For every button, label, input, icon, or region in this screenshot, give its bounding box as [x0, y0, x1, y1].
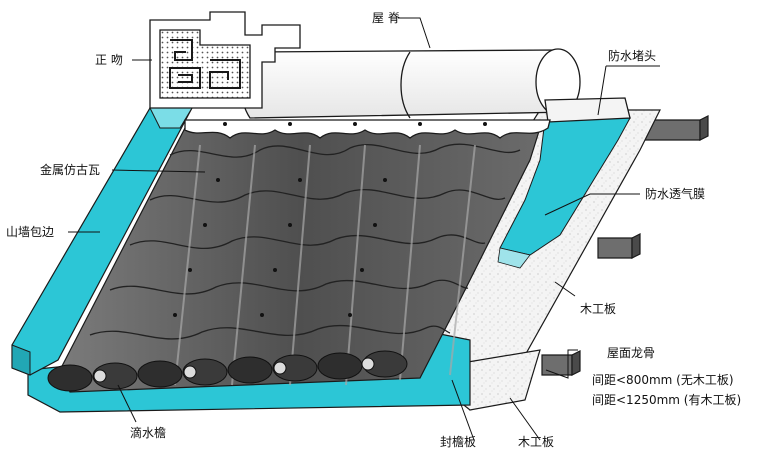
leader-lines — [68, 17, 660, 441]
tile-highlights — [174, 144, 476, 386]
purlin-1-end — [699, 115, 709, 141]
purlin-2 — [597, 237, 633, 259]
waterproof-plug-shape — [544, 97, 631, 123]
label-gable-trim: 山墙包边 — [6, 225, 54, 239]
label-purlin-spacing-1: 间距<800mm (无木工板) — [592, 373, 734, 387]
drip-eave — [47, 350, 408, 392]
label-ridge: 屋 脊 — [372, 11, 400, 25]
purlins — [541, 115, 709, 376]
label-breathable-membrane: 防水透气膜 — [645, 186, 705, 201]
purlin-2-end — [631, 233, 641, 259]
membrane-fold — [497, 247, 531, 269]
ridge-body — [240, 49, 576, 119]
label-metal-tile: 金属仿古瓦 — [40, 162, 100, 177]
label-purlin-title: 屋面龙骨 — [607, 346, 655, 360]
ridge-ornament — [149, 11, 301, 109]
label-drip-eave: 滴水檐 — [130, 425, 166, 440]
ridge-screws — [223, 122, 487, 126]
ridge-scallop — [184, 119, 551, 139]
gable-trim-face — [11, 344, 31, 376]
label-waterproof-plug: 防水堵头 — [608, 48, 656, 63]
ridge-cap — [184, 48, 631, 139]
label-fascia-board: 封檐板 — [440, 435, 476, 449]
label-ridge-ornament: 正 吻 — [95, 53, 123, 67]
tile-screws — [173, 178, 387, 317]
label-purlin-spacing-2: 间距<1250mm (有木工板) — [592, 393, 741, 407]
tile-row-lines — [89, 143, 521, 340]
label-wood-board-upper: 木工板 — [580, 302, 616, 316]
purlin-3-end — [571, 350, 581, 376]
label-wood-board-lower: 木工板 — [518, 435, 554, 449]
